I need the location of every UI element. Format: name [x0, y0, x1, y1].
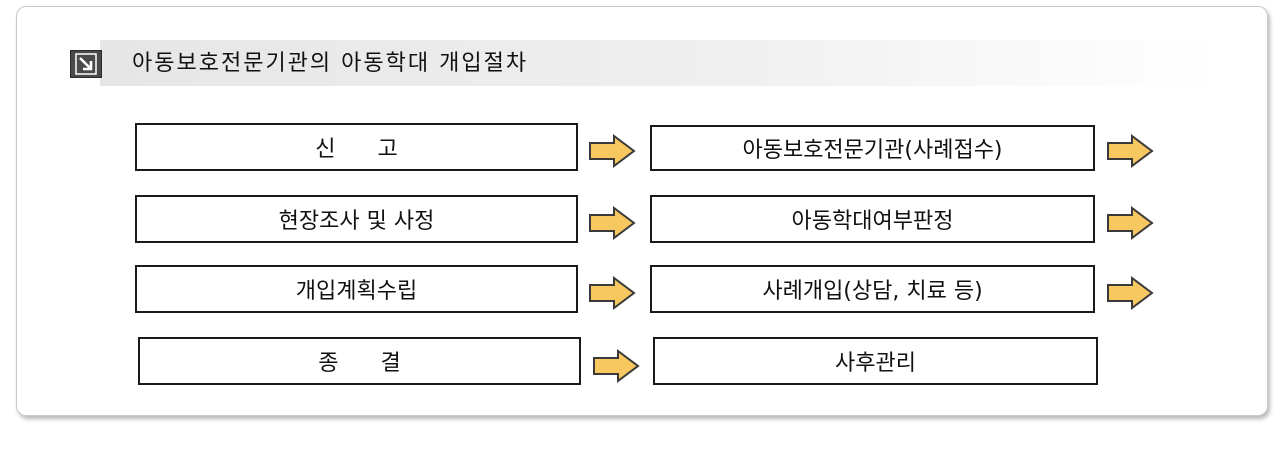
arrow-down-right-icon — [70, 50, 102, 78]
title-bar — [100, 40, 1216, 86]
flow-arrow-icon — [589, 134, 636, 168]
flow-arrow-icon — [1107, 134, 1154, 168]
step-case-intake-box: 아동보호전문기관(사례접수) — [650, 125, 1095, 171]
flow-arrow-icon — [1107, 206, 1154, 240]
flow-arrow-icon — [589, 206, 636, 240]
step-report-box: 신 고 — [135, 123, 578, 171]
step-investigation-box: 현장조사 및 사정 — [135, 195, 578, 243]
step-closure-box: 종 결 — [138, 337, 581, 385]
diagram-title: 아동보호전문기관의 아동학대 개입절차 — [132, 51, 529, 76]
flow-arrow-icon — [589, 276, 636, 310]
flow-arrow-icon — [1107, 276, 1154, 310]
flow-arrow-icon — [593, 349, 640, 383]
step-abuse-determination-box: 아동학대여부판정 — [650, 195, 1095, 243]
step-intervention-plan-box: 개입계획수립 — [135, 265, 578, 313]
step-aftercare-box: 사후관리 — [653, 337, 1098, 385]
step-case-intervention-box: 사례개입(상담, 치료 등) — [650, 265, 1095, 313]
